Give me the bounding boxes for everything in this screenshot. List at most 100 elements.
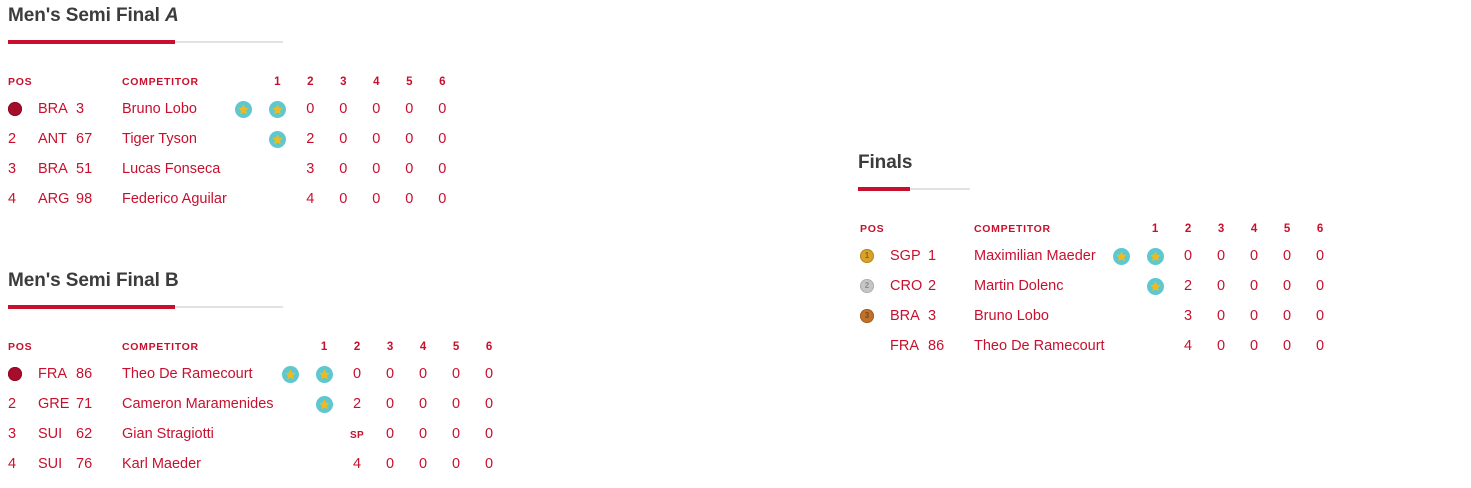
- cell-nationality: BRA: [890, 308, 920, 324]
- column-header-race-1: 1: [320, 341, 328, 353]
- cell-sail-number: 3: [76, 101, 85, 117]
- cell-competitor-name[interactable]: Bruno Lobo: [122, 101, 197, 117]
- cell-competitor-name[interactable]: Bruno Lobo: [974, 308, 1049, 324]
- cell-race-1: [308, 359, 341, 389]
- cell-competitor-name[interactable]: Theo De Ramecourt: [122, 366, 253, 382]
- cell-nationality: BRA: [38, 161, 68, 177]
- cell-competitor-name[interactable]: Lucas Fonseca: [122, 161, 221, 177]
- position-number: 3: [8, 161, 17, 177]
- cell-race-3: 0: [339, 191, 348, 207]
- column-header-race-1: 1: [274, 76, 281, 88]
- medal-bronze-icon: 3: [860, 309, 874, 324]
- cell-race-5: 0: [405, 131, 414, 147]
- cell-race-6: 0: [484, 456, 494, 472]
- column-header-pre: [274, 335, 308, 359]
- cell-bonus: [274, 359, 308, 389]
- star-icon: [1146, 247, 1164, 265]
- cell-race-1: [1139, 271, 1172, 301]
- cell-race-5: 0: [405, 191, 414, 207]
- position-number: 3: [8, 426, 17, 442]
- cell-competitor-name[interactable]: Martin Dolenc: [974, 278, 1064, 294]
- position-number: 2: [8, 131, 17, 147]
- cell-race-2: 4: [306, 191, 315, 207]
- underline-track: [858, 188, 970, 190]
- cell-race-5: 0: [451, 396, 461, 412]
- cell-race-6: 0: [438, 161, 447, 177]
- cell-race-3: 0: [339, 101, 348, 117]
- cell-competitor-name[interactable]: Theo De Ramecourt: [974, 338, 1105, 354]
- cell-race-3: 0: [1217, 278, 1226, 294]
- column-header-race-6: 6: [1316, 223, 1324, 235]
- position-number: 2: [8, 396, 17, 412]
- cell-race-2: 2: [306, 131, 315, 147]
- column-header-race-4: 4: [419, 341, 427, 353]
- column-header-race-3: 3: [386, 341, 394, 353]
- cell-bonus: [274, 389, 308, 419]
- cell-competitor-name[interactable]: Cameron Maramenides: [122, 396, 274, 412]
- star-icon: [1146, 277, 1164, 295]
- cell-race-2: 0: [1184, 248, 1193, 264]
- section-underline: [8, 305, 628, 309]
- cell-sail-number: 1: [928, 248, 937, 264]
- star-icon: [282, 365, 300, 383]
- cell-race-4: 0: [1250, 308, 1259, 324]
- section-title-text: Men's Semi Final: [8, 5, 165, 26]
- star-icon: [268, 100, 286, 118]
- cell-race-6: 0: [1316, 338, 1325, 354]
- column-header-race-5: 5: [1283, 223, 1291, 235]
- cell-race-3: 0: [385, 366, 395, 382]
- cell-competitor-name[interactable]: Tiger Tyson: [122, 131, 197, 147]
- cell-sail-number: 98: [76, 191, 93, 207]
- column-header-race-2: 2: [353, 341, 361, 353]
- column-header-pos: POS: [8, 341, 33, 353]
- column-header-race-4: 4: [1250, 223, 1258, 235]
- cell-nationality: FRA: [38, 366, 67, 382]
- cell-competitor-name[interactable]: Karl Maeder: [122, 456, 201, 472]
- cell-race-3: 0: [385, 396, 395, 412]
- cell-sail-number: 67: [76, 131, 93, 147]
- cell-nationality: SUI: [38, 426, 63, 442]
- cell-competitor-name[interactable]: Gian Stragiotti: [122, 426, 214, 442]
- cell-nationality: SUI: [38, 456, 63, 472]
- cell-position: 3: [8, 419, 38, 449]
- cell-position: 1: [860, 241, 890, 271]
- star-icon: [315, 395, 333, 413]
- cell-race-1: [261, 184, 294, 214]
- cell-race-5: 0: [451, 456, 461, 472]
- cell-position: 3: [860, 301, 890, 331]
- cell-race-6: 0: [1316, 308, 1325, 324]
- cell-competitor-name[interactable]: Maximilian Maeder: [974, 248, 1096, 264]
- cell-race-3: 0: [1217, 338, 1226, 354]
- cell-competitor-name[interactable]: Federico Aguilar: [122, 191, 227, 207]
- underline-accent: [8, 40, 175, 44]
- cell-race-2: 0: [306, 101, 315, 117]
- cell-sail-number: 86: [76, 366, 93, 382]
- cell-race-5: 0: [405, 101, 414, 117]
- cell-race-5: 0: [1283, 308, 1292, 324]
- cell-race-6: 0: [438, 101, 447, 117]
- cell-race-6: 0: [1316, 248, 1325, 264]
- column-header-race-1: 1: [1151, 223, 1159, 235]
- cell-nationality: ARG: [38, 191, 70, 207]
- cell-race-6: 0: [438, 131, 447, 147]
- star-icon: [315, 365, 333, 383]
- cell-race-3: 0: [339, 161, 348, 177]
- cell-race-2: SP: [341, 419, 374, 449]
- cell-position: 3: [8, 154, 38, 184]
- column-header-competitor: COMPETITOR: [122, 341, 199, 353]
